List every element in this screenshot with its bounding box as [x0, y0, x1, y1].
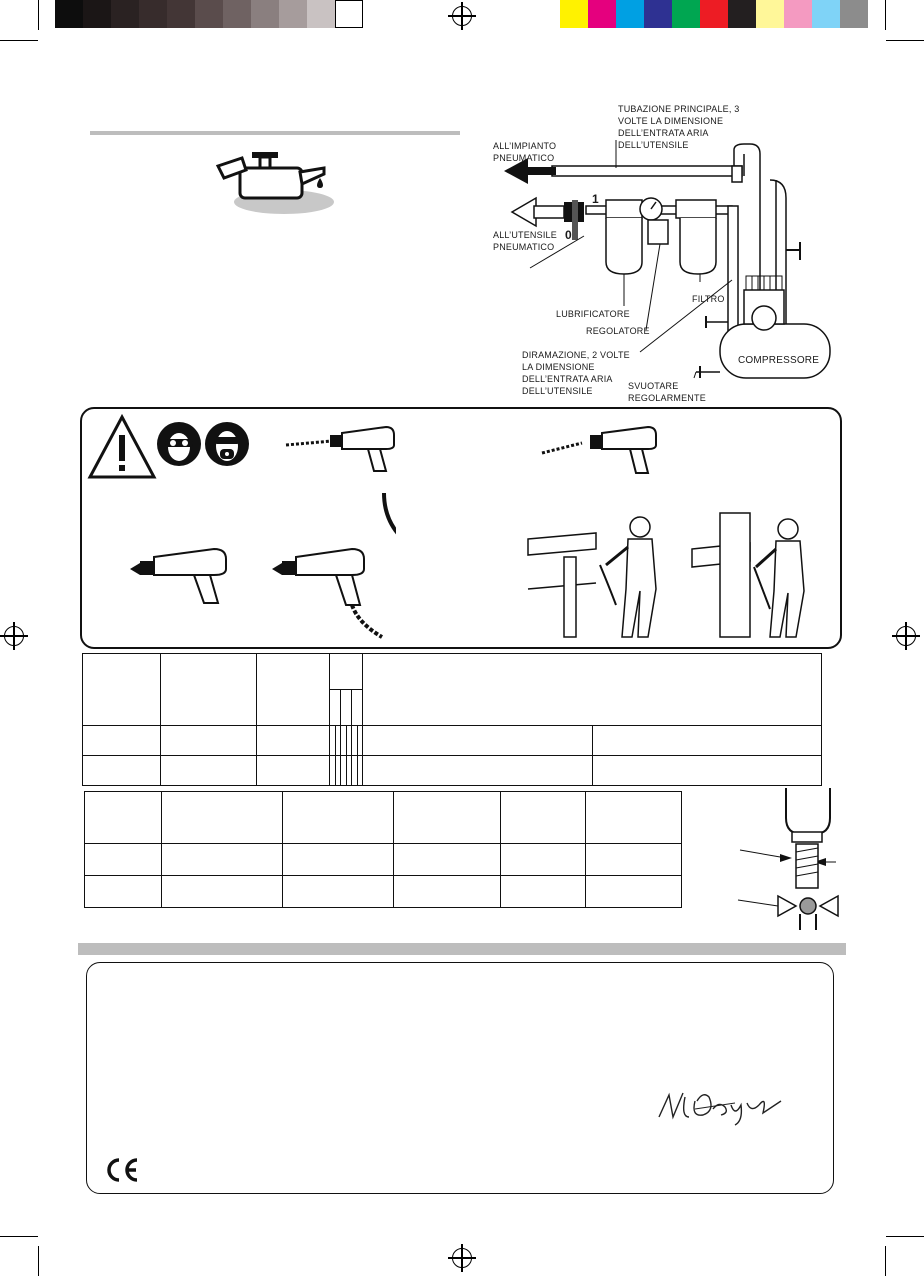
color-swatch [672, 0, 700, 28]
warning-triangle-icon [87, 413, 157, 479]
color-swatch [195, 0, 223, 28]
color-swatch [728, 0, 756, 28]
crop-mark [0, 40, 38, 41]
hose-fitting-table [84, 791, 682, 908]
color-swatch [840, 0, 868, 28]
color-swatch [335, 0, 363, 28]
specification-table [82, 653, 822, 786]
registration-mark-icon [448, 2, 476, 30]
main-line-label: TUBAZIONE PRINCIPALE, 3 VOLTE LA DIMENSI… [618, 104, 740, 150]
lubricator-label: LUBRIFICATORE [556, 309, 630, 319]
valve-closed-label: 0 [565, 228, 572, 242]
air-drill-illustration [541, 425, 657, 474]
to-system-label: ALL’IMPIANTO PNEUMATICO [493, 141, 557, 163]
air-drill-with-hose-illustration [272, 492, 396, 639]
crop-mark [38, 1246, 39, 1276]
color-swatch [167, 0, 195, 28]
crop-mark [886, 1236, 924, 1237]
color-swatch [139, 0, 167, 28]
air-drill-illustration [130, 547, 227, 604]
color-swatch [560, 0, 588, 28]
drain-label: SVUOTARE REGOLARMENTE [628, 381, 706, 403]
hose-fitting-illustration [737, 788, 839, 930]
color-swatch [307, 0, 335, 28]
color-swatch [83, 0, 111, 28]
color-swatch [700, 0, 728, 28]
air-drill-illustration [285, 425, 395, 472]
worker-at-column-illustration [691, 512, 805, 638]
grayscale-swatch-bar [55, 0, 363, 28]
regulator-label: REGOLATORE [586, 326, 650, 336]
color-swatch-bar [560, 0, 868, 28]
color-swatch [55, 0, 83, 28]
color-swatch [279, 0, 307, 28]
valve-open-label: 1 [592, 192, 599, 206]
color-swatch [588, 0, 616, 28]
crop-mark [38, 0, 39, 30]
crop-mark [885, 0, 886, 30]
oil-can-icon [215, 152, 334, 214]
color-swatch [812, 0, 840, 28]
registration-mark-icon [892, 622, 920, 650]
crop-mark [0, 1236, 38, 1237]
respirator-icon [205, 422, 249, 466]
safety-goggles-icon [157, 422, 201, 466]
compressor-label: COMPRESSORE [738, 355, 820, 366]
filter-label: FILTRO [692, 294, 725, 304]
crop-mark [885, 1246, 886, 1276]
ce-mark-icon [107, 1158, 138, 1182]
signature [658, 1092, 782, 1126]
worker-at-machine-illustration [527, 516, 657, 638]
usage-illustration-panel [80, 407, 842, 649]
color-swatch [111, 0, 139, 28]
crop-mark [886, 40, 924, 41]
color-swatch [251, 0, 279, 28]
section-divider [78, 943, 846, 955]
section-divider [90, 131, 460, 135]
declaration-panel [86, 962, 834, 1194]
branch-label: DIRAMAZIONE, 2 VOLTE LA DIMENSIONE DELL’… [522, 350, 630, 396]
registration-mark-icon [0, 622, 28, 650]
color-swatch [756, 0, 784, 28]
air-system-diagram [504, 140, 831, 379]
registration-mark-icon [448, 1244, 476, 1272]
color-swatch [644, 0, 672, 28]
color-swatch [784, 0, 812, 28]
to-tool-label: ALL’UTENSILE PNEUMATICO [493, 230, 557, 252]
color-swatch [616, 0, 644, 28]
color-swatch [223, 0, 251, 28]
